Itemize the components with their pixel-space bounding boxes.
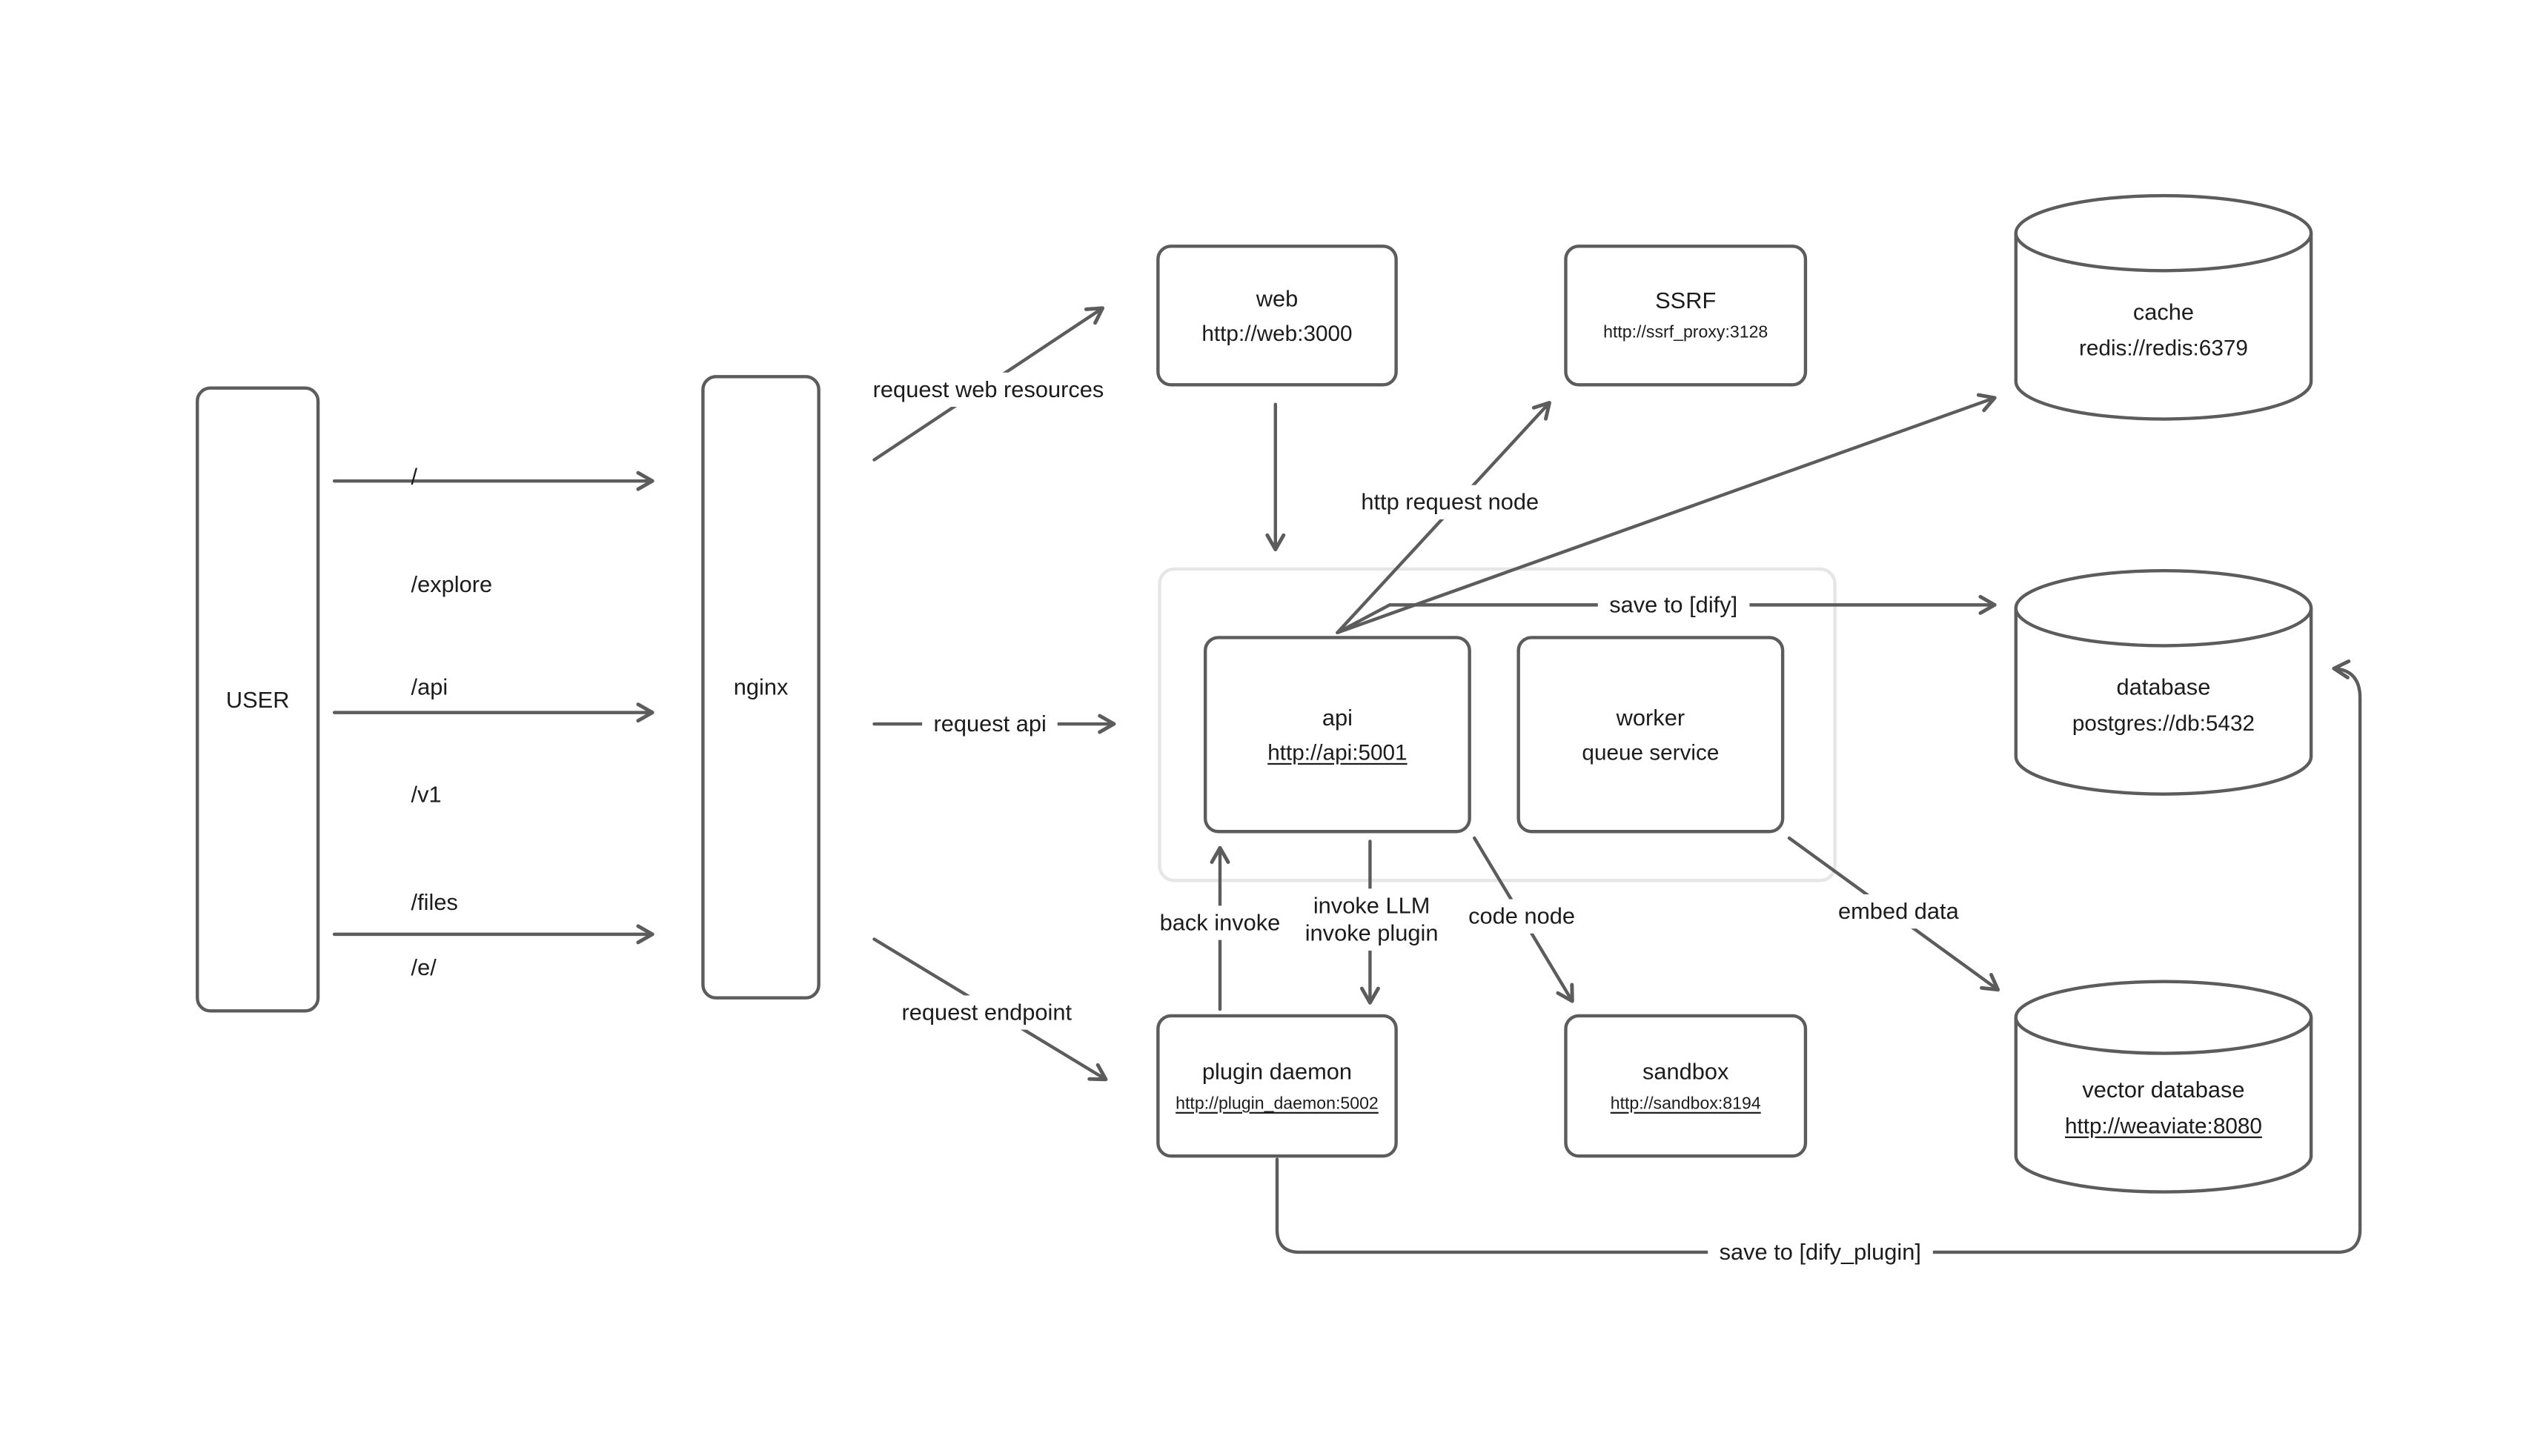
node-user-label: USER xyxy=(225,685,290,712)
node-database-url: postgres://db:5432 xyxy=(2072,710,2255,735)
api-worker-group xyxy=(1158,567,1837,882)
node-vector-database-label: vector database xyxy=(2082,1076,2245,1103)
edge-label-invoke-plugin: invoke plugin xyxy=(1304,920,1439,946)
route-line: /api xyxy=(411,673,448,700)
node-api-label: api xyxy=(1322,703,1353,730)
edge-label-invoke: invoke LLM invoke plugin xyxy=(1293,888,1450,951)
edge-label-request-web-resources: request web resources xyxy=(861,372,1115,408)
node-web-label: web xyxy=(1256,284,1299,311)
node-sandbox-url: http://sandbox:8194 xyxy=(1610,1093,1761,1113)
node-user: USER xyxy=(196,386,320,1013)
node-vector-database-url: http://weaviate:8080 xyxy=(2065,1113,2262,1138)
node-worker-sublabel: queue service xyxy=(1582,739,1720,764)
edge-label-save-to-dify: save to [dify] xyxy=(1597,588,1749,622)
edge-label-request-endpoint: request endpoint xyxy=(890,995,1084,1030)
node-worker: worker queue service xyxy=(1516,636,1785,834)
node-vector-database: vector database http://weaviate:8080 xyxy=(2012,978,2314,1195)
edge-plugin-daemon-database-save xyxy=(1275,659,2362,1254)
database-cylinder-icon xyxy=(2014,193,2313,421)
node-database: database postgres://db:5432 xyxy=(2012,568,2314,799)
node-database-label: database xyxy=(2116,672,2211,699)
node-cache-label: cache xyxy=(2132,297,2195,324)
database-cylinder-icon xyxy=(2014,568,2313,796)
node-nginx-label: nginx xyxy=(733,673,789,700)
node-sandbox: sandbox http://sandbox:8194 xyxy=(1564,1014,1808,1158)
node-sandbox-label: sandbox xyxy=(1642,1057,1729,1084)
edge-label-save-to-dify-plugin: save to [dify_plugin] xyxy=(1708,1234,1933,1270)
node-cache-url: redis://redis:6379 xyxy=(2079,335,2248,360)
node-web: web http://web:3000 xyxy=(1156,245,1398,387)
edge-label-http-request-node: http request node xyxy=(1349,485,1551,519)
route-label-explore: / /explore xyxy=(411,387,493,674)
node-plugin-daemon: plugin daemon http://plugin_daemon:5002 xyxy=(1156,1014,1398,1158)
node-worker-label: worker xyxy=(1616,703,1685,730)
node-nginx: nginx xyxy=(701,375,820,1000)
route-label-e: /e/ xyxy=(411,877,449,1057)
node-api: api http://api:5001 xyxy=(1203,636,1471,834)
node-plugin-daemon-url: http://plugin_daemon:5002 xyxy=(1176,1093,1379,1113)
node-plugin-daemon-label: plugin daemon xyxy=(1201,1057,1353,1084)
edge-label-invoke-llm: invoke LLM xyxy=(1313,891,1430,918)
route-line: /e/ xyxy=(411,954,437,980)
route-line: / xyxy=(411,462,418,490)
database-cylinder-icon xyxy=(2014,980,2313,1194)
edge-label-request-api: request api xyxy=(922,706,1058,742)
route-line: /files xyxy=(411,888,458,915)
edge-label-embed-data: embed data xyxy=(1826,894,1971,929)
edge-api-cache xyxy=(1336,393,1997,634)
node-ssrf-url: http://ssrf_proxy:3128 xyxy=(1603,322,1768,343)
edge-label-code-node: code node xyxy=(1456,899,1587,934)
route-line: /explore xyxy=(411,571,493,597)
node-api-url: http://api:5001 xyxy=(1267,739,1408,764)
node-web-url: http://web:3000 xyxy=(1201,320,1353,345)
route-line: /v1 xyxy=(411,781,442,808)
route-label-api: /api /v1 /files xyxy=(411,596,458,991)
edge-label-back-invoke: back invoke xyxy=(1148,905,1292,940)
node-cache: cache redis://redis:6379 xyxy=(2012,193,2314,424)
node-ssrf-label: SSRF xyxy=(1655,287,1717,313)
node-ssrf: SSRF http://ssrf_proxy:3128 xyxy=(1564,245,1808,387)
edge-api-database xyxy=(1336,594,1997,634)
